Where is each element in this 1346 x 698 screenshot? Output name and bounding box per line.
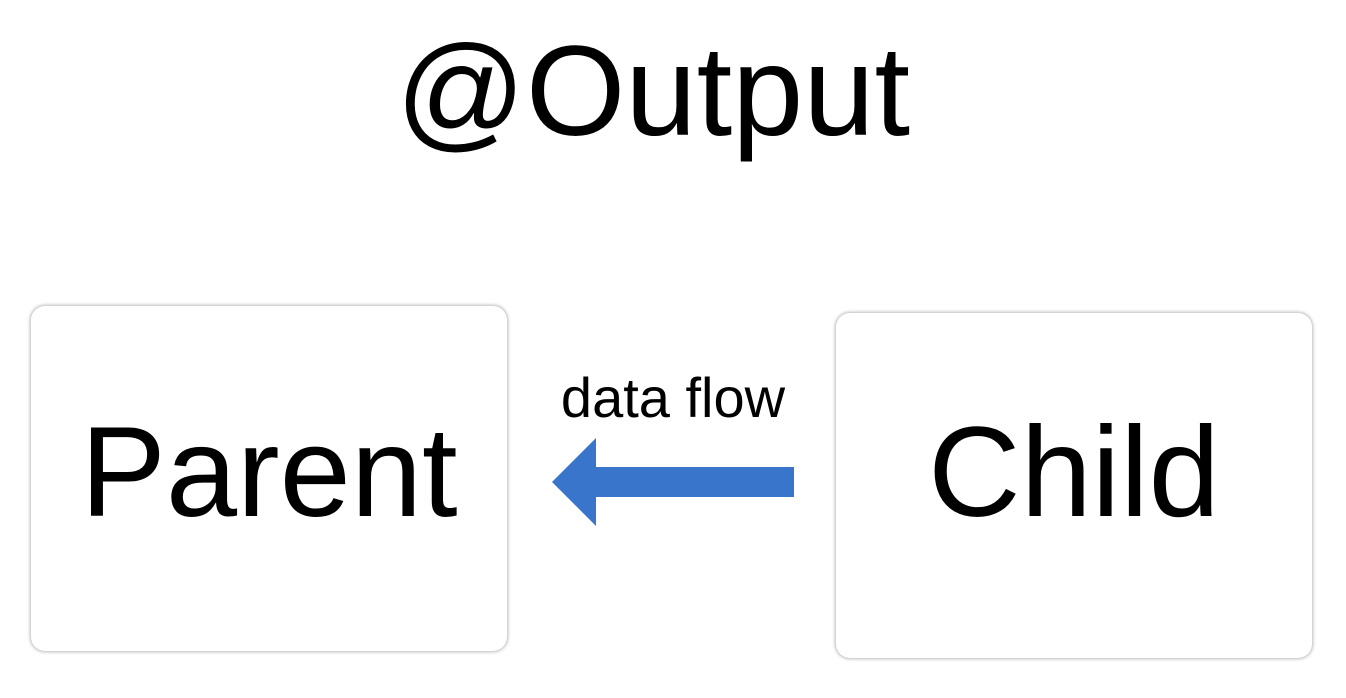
data-flow-arrow — [552, 438, 794, 526]
child-node-label: Child — [928, 400, 1220, 544]
child-node: Child — [836, 313, 1312, 658]
parent-node: Parent — [31, 306, 507, 651]
diagram-title: @Output — [395, 20, 911, 163]
parent-node-label: Parent — [80, 400, 458, 544]
left-arrow-icon — [552, 438, 794, 526]
data-flow-label: data flow — [560, 366, 786, 429]
